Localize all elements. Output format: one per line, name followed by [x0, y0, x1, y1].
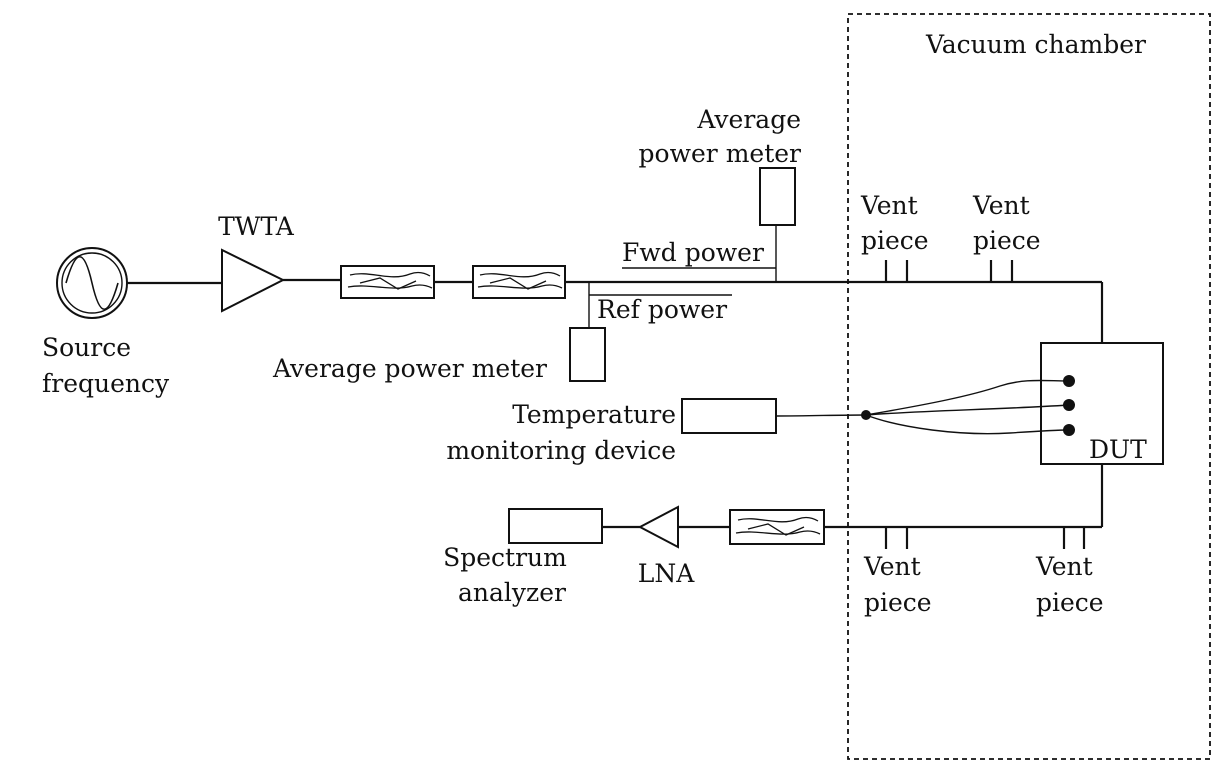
average-power-meter-fwd [759, 167, 796, 226]
vent-top-left-label-line2: piece [861, 226, 929, 255]
vent-bottom-left-label-line1: Vent [863, 552, 921, 581]
average-power-meter-bottom-label: Average power meter [272, 354, 547, 383]
vacuum-chamber-boundary [847, 13, 1211, 760]
lna-label: LNA [638, 559, 695, 588]
vent-top-right-label-line1: Vent [972, 191, 1030, 220]
vent-piece-top-left [884, 260, 909, 282]
vent-piece-top-right [989, 260, 1014, 282]
spectrum-analyzer-label-line1: Spectrum [443, 543, 567, 572]
average-power-meter-top-label-line2: power meter [639, 139, 801, 168]
vent-top-right-label-line2: piece [973, 226, 1041, 255]
vacuum-chamber-label: Vacuum chamber [925, 30, 1146, 59]
twta-label: TWTA [218, 212, 295, 241]
thermocouple-lead-main [775, 414, 867, 417]
waveguide-section-3 [729, 509, 825, 545]
temperature-label-line1: Temperature [512, 400, 676, 429]
source-frequency-icon [56, 247, 128, 319]
waveguide-section-2 [472, 265, 566, 299]
vent-bottom-right-label-line1: Vent [1035, 552, 1093, 581]
fwd-power-label: Fwd power [622, 238, 764, 267]
twta-amplifier-icon [221, 248, 286, 313]
vent-bottom-right-label-line2: piece [1036, 588, 1104, 617]
ref-power-label: Ref power [597, 295, 727, 324]
waveguide-section-1 [340, 265, 435, 299]
average-power-meter-ref [569, 327, 606, 382]
vent-top-left-label-line1: Vent [860, 191, 918, 220]
spectrum-analyzer-box [508, 508, 603, 544]
source-frequency-label-line2: frequency [42, 369, 170, 398]
lna-amplifier-icon [637, 505, 679, 549]
dut-box [1040, 342, 1164, 465]
average-power-meter-top-label-line1: Average [696, 105, 801, 134]
spectrum-analyzer-label-line2: analyzer [458, 578, 566, 607]
dut-label: DUT [1089, 435, 1147, 464]
thermocouple-lead-2 [865, 404, 1070, 416]
thermocouple-lead-1 [865, 379, 1070, 416]
temperature-label-line2: monitoring device [446, 436, 676, 465]
vent-piece-bottom-right [1062, 527, 1086, 549]
thermocouple-lead-3 [865, 414, 1070, 435]
vent-piece-bottom-left [884, 527, 909, 549]
temperature-monitoring-device [681, 398, 777, 434]
source-frequency-label-line1: Source [42, 333, 131, 362]
vent-bottom-left-label-line2: piece [864, 588, 932, 617]
